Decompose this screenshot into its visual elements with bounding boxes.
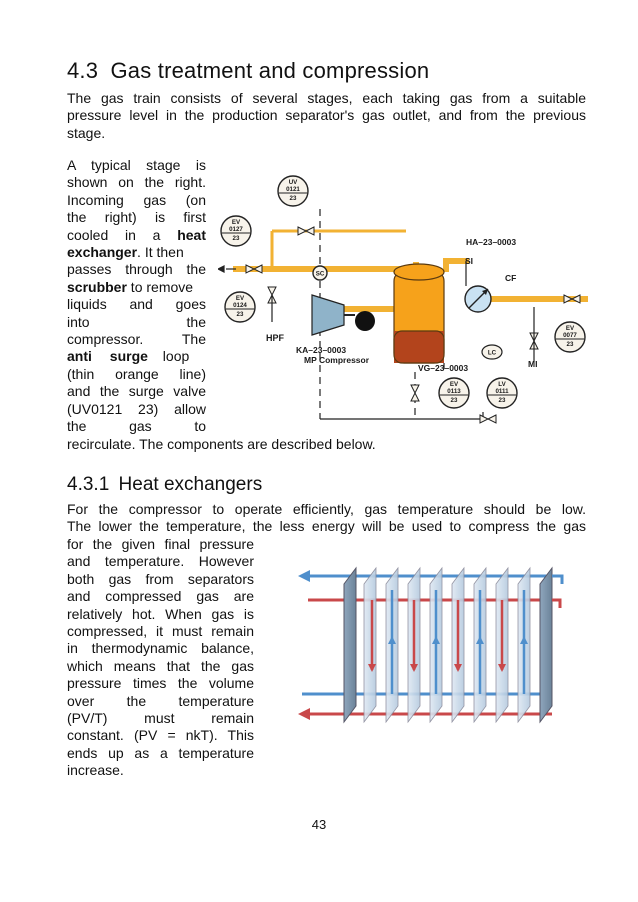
paragraph-line: and compressed gas are [67, 588, 254, 605]
term-exchanger: exchanger [67, 244, 138, 261]
ev0113-tag: EV 0113 23 [438, 377, 470, 409]
stage-line: Incoming gas (on [67, 191, 206, 208]
compressor-tag-label: KA–23–0003 [296, 345, 346, 355]
svg-text:0127: 0127 [229, 226, 243, 233]
paragraph-line: increase. [67, 762, 124, 779]
paragraph-line: The lower the temperature, the less ener… [67, 518, 586, 535]
section-title: Gas treatment and compression [110, 58, 430, 83]
sc-tag: SC [312, 265, 328, 281]
subsection-title: Heat exchangers [118, 474, 263, 495]
svg-text:SC: SC [316, 271, 325, 278]
stage-line: into the [67, 313, 206, 330]
svg-text:EV: EV [450, 381, 459, 388]
svg-text:0111: 0111 [495, 388, 509, 395]
uv0121-tag: UV 0121 23 [277, 175, 309, 207]
lv0111-tag: LV 0111 23 [486, 377, 518, 409]
plate-heat-exchanger-illustration [298, 566, 564, 724]
paragraph-line: both gas from separators [67, 570, 254, 587]
stage-line: and the surge valve [67, 383, 206, 400]
paragraph-line: and temperature. However [67, 553, 254, 570]
si-label: SI [465, 256, 473, 266]
svg-text:0124: 0124 [233, 302, 247, 309]
compressor-symbol [311, 294, 375, 336]
ev0124-tag: EV 0124 23 [224, 291, 256, 323]
scrubber-tag-label: VG–23–0003 [418, 363, 468, 373]
stage-line: the right) is first [67, 209, 206, 226]
mi-label: MI [528, 359, 537, 369]
stage-paragraph: A typical stage is shown on the right. I… [67, 157, 206, 436]
svg-text:23: 23 [451, 397, 458, 404]
svg-text:23: 23 [233, 235, 240, 242]
section-number: 4.3 [67, 58, 99, 83]
stage-line: passes through the [67, 261, 206, 278]
paragraph-line: relatively hot. When gas is [67, 605, 254, 622]
section-heading: 4.3 Gas treatment and compression [67, 58, 429, 84]
paragraph-line: (PV/T) must remain [67, 710, 254, 727]
svg-text:EV: EV [236, 295, 245, 302]
svg-text:23: 23 [567, 341, 574, 348]
stage-line: (UV0121 23) allow [67, 400, 206, 417]
stage-line: shown on the right. [67, 174, 206, 191]
stage-line: liquids and goes [67, 296, 206, 313]
stage-line: compressor. The [67, 331, 206, 348]
term-heat: heat [177, 226, 207, 243]
heat-exchanger-paragraph-top: For the compressor to operate efficientl… [67, 501, 586, 536]
svg-text:23: 23 [499, 397, 506, 404]
heat-exchanger-paragraph-column: for the given final pressure and tempera… [67, 536, 254, 780]
svg-text:LV: LV [498, 381, 506, 388]
paragraph-line: over the temperature [67, 692, 254, 709]
stage-line: the gas to [67, 418, 206, 435]
stage-line: scrubber to remove [67, 278, 194, 295]
stage-line: cooled in a heat [67, 226, 207, 243]
svg-text:UV: UV [289, 179, 298, 186]
svg-text:23: 23 [290, 195, 297, 202]
subsection-number: 4.3.1 [67, 474, 110, 495]
paragraph-line: For the compressor to operate efficientl… [67, 501, 586, 517]
intro-line: stage. [67, 124, 106, 141]
subsection-heading: 4.3.1 Heat exchangers [67, 474, 262, 496]
svg-text:0077: 0077 [563, 332, 577, 339]
page-number: 43 [311, 817, 327, 832]
exchanger-plates [343, 566, 553, 724]
stage-line: A typical stage is [67, 157, 206, 173]
compressor-stage-diagram: UV 0121 23 EV 0127 23 EV 0124 23 EV 0077… [218, 157, 588, 432]
stage-line: (thin orange line) [67, 365, 206, 382]
svg-text:0121: 0121 [286, 186, 300, 193]
heat-exchanger-label: HA–23–0003 [466, 237, 516, 247]
lc-tag: LC [481, 344, 503, 360]
hpf-label: HPF [266, 333, 285, 343]
ev0077-tag: EV 0077 23 [554, 321, 586, 353]
paragraph-line: in thermodynamic balance, [67, 640, 254, 657]
stage-line: exchanger. It then [67, 244, 184, 261]
svg-text:LC: LC [488, 350, 497, 357]
svg-text:EV: EV [566, 325, 575, 332]
paragraph-line: for the given final pressure [67, 536, 254, 552]
term-scrubber: scrubber [67, 278, 127, 295]
svg-text:EV: EV [232, 219, 241, 226]
ev0127-tag: EV 0127 23 [220, 215, 252, 247]
stage-line-full: recirculate. The components are describe… [67, 436, 376, 452]
term-anti-surge: anti surge [67, 348, 148, 365]
svg-text:0113: 0113 [447, 388, 461, 395]
cf-label: CF [505, 273, 516, 283]
compressor-name-label: MP Compressor [304, 355, 370, 365]
intro-line: pressure level in the production separat… [67, 107, 586, 124]
scrubber-vessel [393, 263, 445, 364]
paragraph-line: ends up as a temperature [67, 744, 254, 761]
intro-line: The gas train consists of several stages… [67, 90, 586, 106]
paragraph-line: compressed, it must remain [67, 623, 254, 640]
paragraph-line: pressure times the volume [67, 675, 254, 692]
paragraph-line: which means that the gas [67, 657, 254, 674]
intro-paragraph: The gas train consists of several stages… [67, 90, 586, 142]
svg-text:23: 23 [237, 311, 244, 318]
stage-line: anti surge loop [67, 348, 190, 365]
paragraph-line: constant. (PV = nkT). This [67, 727, 254, 744]
